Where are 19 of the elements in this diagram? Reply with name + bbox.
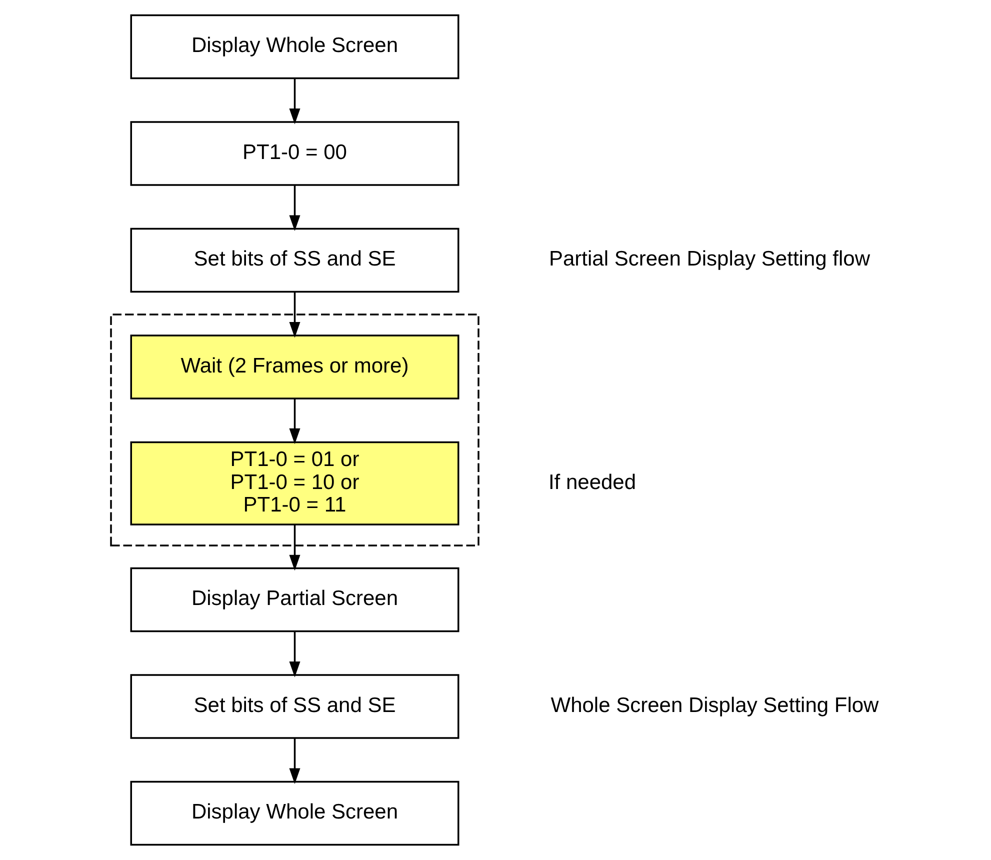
arrow [288, 185, 300, 231]
node-box: Display Whole Screen [130, 780, 459, 846]
label: Whole Screen Display Setting Flow [550, 694, 878, 717]
node-box: PT1-0 = 00 [130, 121, 459, 186]
arrow [288, 292, 300, 338]
arrow [288, 631, 300, 678]
arrow [288, 524, 300, 571]
node-box: Wait (2 Frames or more) [130, 334, 459, 400]
label: Partial Screen Display Setting flow [548, 248, 870, 271]
node-box: Set bits of SS and SE [130, 228, 459, 293]
arrow [288, 399, 300, 444]
label: If needed [548, 470, 636, 494]
arrow [288, 738, 300, 784]
node-box: Display Partial Screen [130, 567, 459, 632]
arrow [288, 78, 300, 124]
cluster [110, 314, 479, 546]
node-box: Set bits of SS and SE [130, 674, 459, 739]
node-box: Display Whole Screen [130, 14, 459, 80]
node-box: PT1-0 = 01 or PT1-0 = 10 or PT1-0 = 11 [130, 441, 459, 526]
